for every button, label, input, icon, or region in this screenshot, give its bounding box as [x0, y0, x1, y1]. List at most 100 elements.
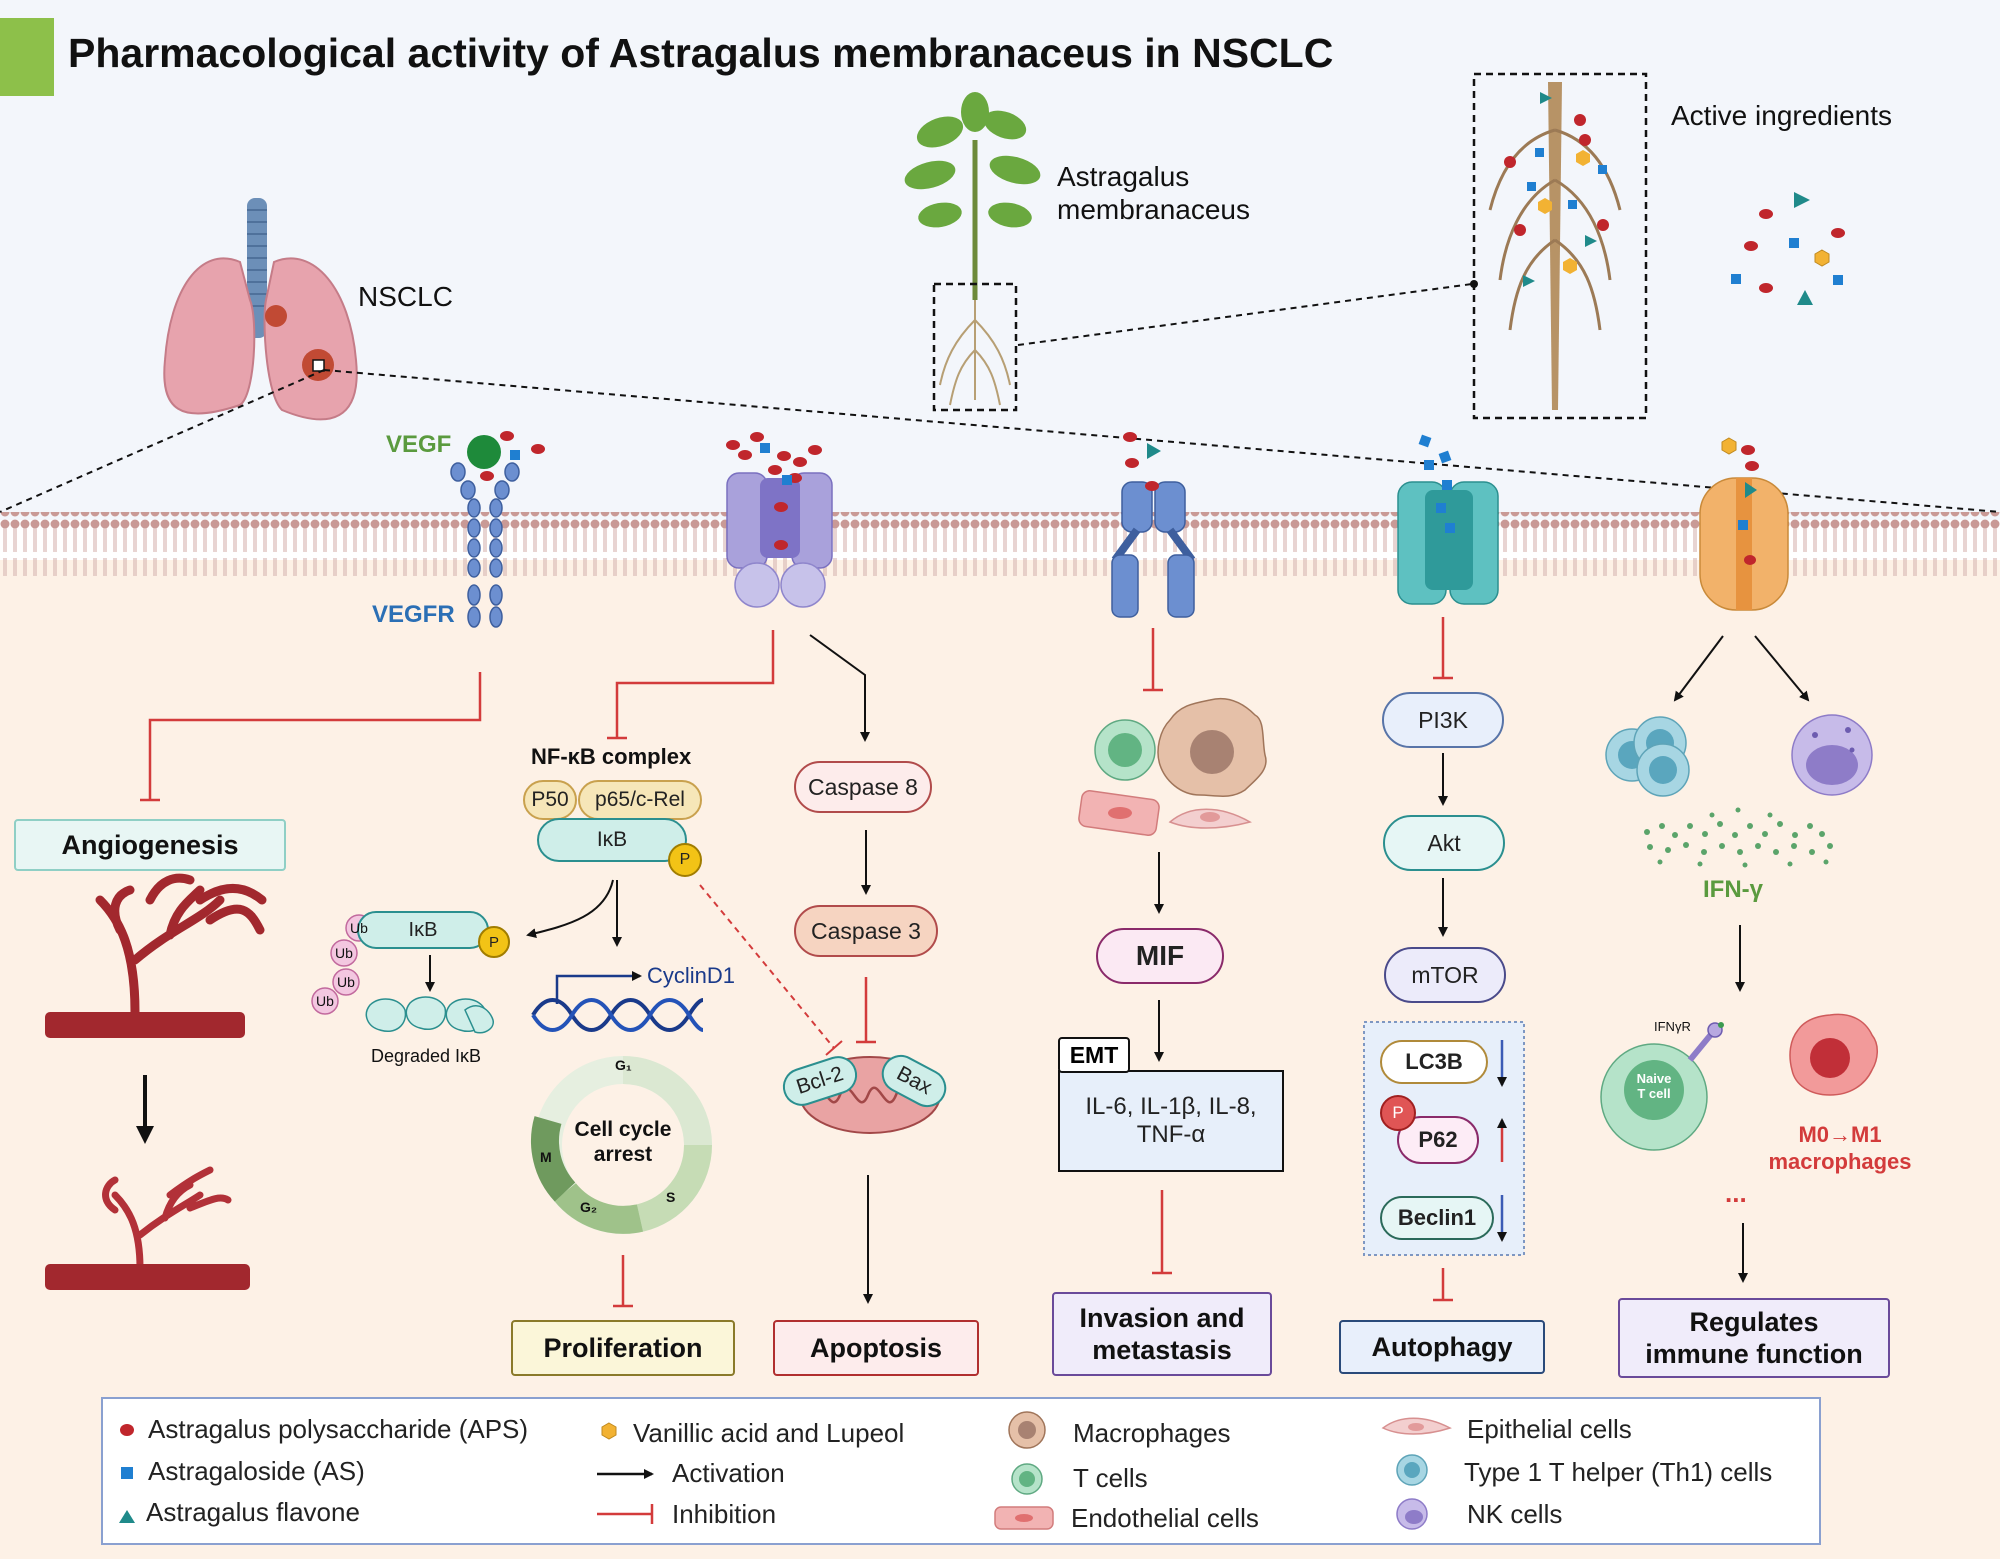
invasion-line-2: metastasis: [1092, 1335, 1232, 1365]
outcome-proliferation: Proliferation: [511, 1320, 735, 1376]
lungs-illustration: [163, 198, 358, 421]
channel-receptor-1: [726, 432, 833, 608]
receptor-4: [1397, 434, 1499, 605]
vegfr-label: VEGFR: [372, 601, 455, 628]
nfkb-complex-label: NF-κB complex: [531, 744, 692, 769]
root-illustration: [1470, 72, 1648, 420]
legend-box: [101, 1397, 1821, 1545]
cyclin-arrow: [555, 971, 642, 1004]
ub-ikb-phospho-badge: P: [478, 926, 510, 958]
ub-label-2: Ub: [335, 945, 353, 961]
active-ingredients-label: Active ingredients: [1671, 100, 1893, 131]
naive-t-cell-label-1: Naive: [1636, 1071, 1672, 1086]
dna-helix: [531, 998, 704, 1032]
ub-label-1: Ub: [350, 920, 368, 936]
emt-label: EMT: [1058, 1037, 1130, 1073]
cell-cycle-wheel: [531, 1056, 712, 1234]
nk-cell: [1791, 714, 1873, 796]
outcome-autophagy: Autophagy: [1339, 1320, 1545, 1374]
legend-vanillic: Vanillic acid and Lupeol: [633, 1418, 905, 1448]
invasion-line-1: Invasion and: [1079, 1303, 1245, 1333]
akt-pill: Akt: [1383, 815, 1505, 871]
m0m1-label-2: macrophages: [1768, 1149, 1912, 1174]
mif-pill: MIF: [1096, 928, 1224, 984]
ub-ikb-pill: IκB: [357, 911, 489, 949]
cytokines-box: IL-6, IL-1β, IL-8, TNF-α: [1058, 1070, 1284, 1172]
autophagy-inhibition: [1433, 1268, 1453, 1302]
ikb-subunit: IκB: [537, 818, 687, 862]
ifn-gamma-label: IFN-γ: [1703, 876, 1763, 903]
receptor-3: [1111, 432, 1196, 618]
to-nk-arrow: [1754, 635, 1810, 702]
outcome-angiogenesis: Angiogenesis: [14, 819, 286, 871]
to-th1-arrow: [1673, 635, 1724, 702]
phase-m: M: [540, 1149, 552, 1165]
cytokines-line-1: IL-6, IL-1β, IL-8,: [1085, 1093, 1257, 1120]
receptor-5: [1699, 437, 1789, 611]
invasion-receptor-inhibition: [1143, 628, 1163, 692]
legend-aps: Astragalus polysaccharide (APS): [148, 1414, 529, 1444]
nsclc-label: NSCLC: [358, 281, 453, 312]
p62-phospho-badge: P: [1380, 1095, 1416, 1131]
pi3k-inhibition: [1433, 617, 1453, 680]
immune-line-2: immune function: [1645, 1339, 1863, 1369]
plant-name-line2: membranaceus: [1057, 194, 1250, 225]
mtor-pill: mTOR: [1384, 947, 1506, 1003]
vessel-network-bottom: [45, 1166, 250, 1290]
vegfr-receptor: [450, 431, 545, 628]
cyclind1-label: CyclinD1: [647, 963, 736, 988]
active-ingredient-scatter: [1731, 192, 1845, 305]
cytokines-line-2: TNF-α: [1136, 1121, 1206, 1148]
beclin1-pill: Beclin1: [1380, 1196, 1494, 1240]
th1-cells: [1605, 716, 1690, 797]
cell-membrane: [0, 512, 2000, 576]
vessel-network-top: [45, 873, 267, 1038]
legend-epithelial: Epithelial cells: [1467, 1414, 1632, 1444]
legend-endothelial: Endothelial cells: [1071, 1503, 1259, 1533]
legend-as: Astragaloside (AS): [148, 1456, 365, 1486]
outcome-invasion: Invasion and metastasis: [1052, 1292, 1272, 1376]
phase-g1: G₁: [615, 1057, 632, 1073]
naive-t-cell-label-2: T cell: [1637, 1086, 1671, 1101]
m1-macrophage: [1789, 1013, 1878, 1096]
legend-activation: Activation: [672, 1458, 785, 1488]
legend-macrophages: Macrophages: [1073, 1418, 1231, 1448]
ikb-bcl2-dashed-inhibition: [699, 884, 843, 1056]
phase-s: S: [666, 1189, 676, 1205]
legend-flavone: Astragalus flavone: [146, 1497, 360, 1527]
vegf-label: VEGF: [386, 431, 452, 458]
naive-t-cell: [1600, 1022, 1724, 1151]
proliferation-inhibition: [613, 1255, 633, 1308]
ellipsis-label: ...: [1725, 1178, 1747, 1208]
caspase8-pill: Caspase 8: [794, 761, 932, 813]
sky-background: [0, 0, 2000, 520]
legend-inhibition: Inhibition: [672, 1499, 777, 1529]
lc3b-pill: LC3B: [1380, 1040, 1488, 1084]
nfkb-inhibition: [607, 630, 775, 740]
legend-swatches: [119, 1411, 1452, 1530]
degraded-ikb-fragments: [365, 996, 494, 1034]
to-caspase8-arrow: [809, 634, 870, 742]
caspase3-inhibition: [856, 977, 876, 1044]
page-title: Pharmacological activity of Astragalus m…: [68, 30, 1334, 76]
ub-label-3: Ub: [337, 974, 355, 990]
ifn-gamma-dots: [1644, 807, 1833, 868]
tumor-cells-cluster: [1078, 698, 1267, 836]
p65-subunit: p65/c-Rel: [578, 780, 702, 820]
plant-name-line1: Astragalus: [1057, 161, 1190, 192]
header-accent-bar: [0, 18, 54, 96]
caspase3-pill: Caspase 3: [794, 905, 938, 957]
pi3k-pill: PI3K: [1382, 692, 1504, 748]
immune-line-1: Regulates: [1689, 1307, 1819, 1337]
p50-subunit: P50: [523, 780, 577, 820]
plant-illustration: [904, 92, 1041, 412]
outcome-immune: Regulates immune function: [1618, 1298, 1890, 1378]
phase-g2: G₂: [580, 1199, 598, 1215]
legend-th1: Type 1 T helper (Th1) cells: [1464, 1457, 1773, 1487]
angio-inhibition: [140, 672, 482, 802]
m0m1-label-1: M0→M1: [1798, 1122, 1882, 1147]
cell-cycle-label-2: arrest: [593, 1143, 653, 1166]
ikb-to-degraded-arrow: [526, 879, 614, 939]
